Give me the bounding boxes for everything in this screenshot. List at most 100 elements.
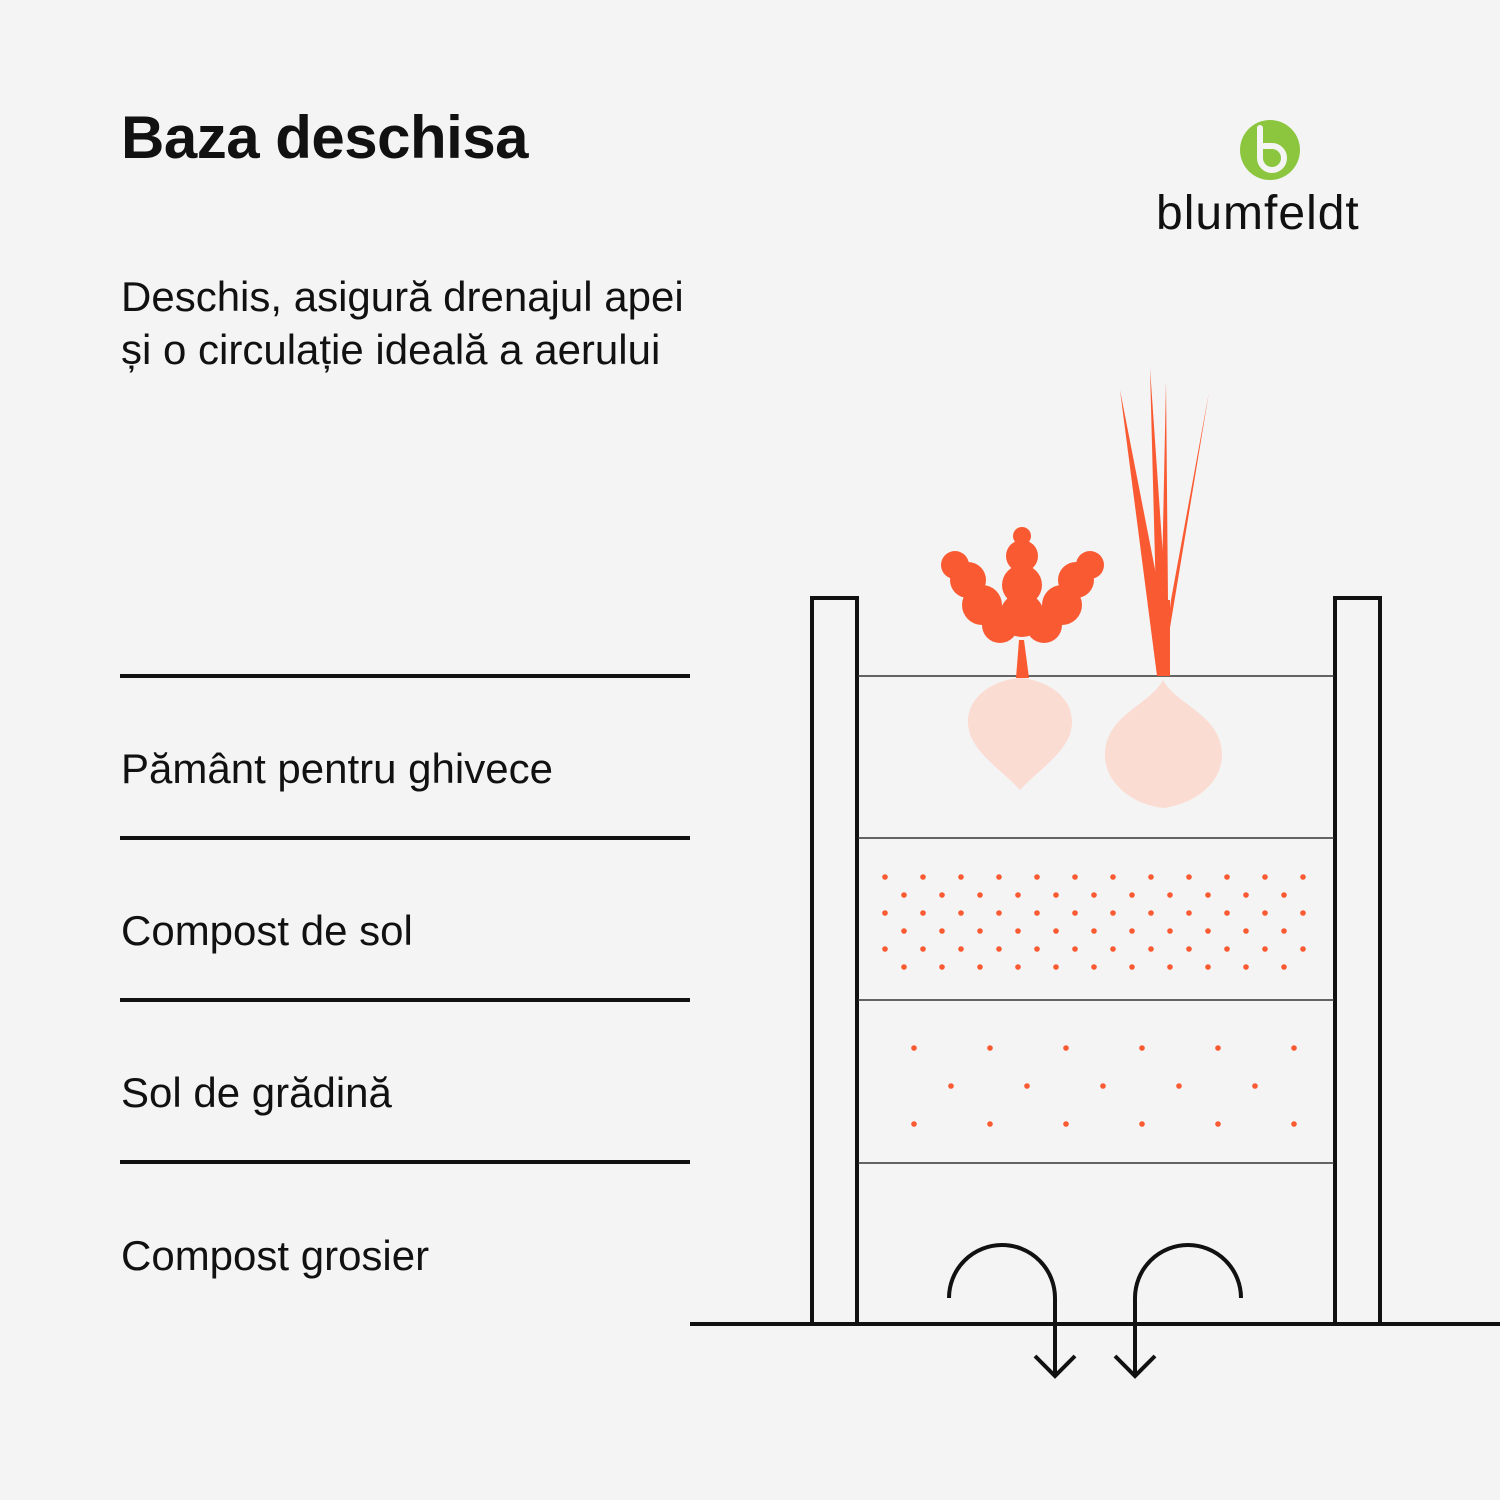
soil-dot bbox=[882, 910, 888, 916]
soil-dot bbox=[1034, 946, 1040, 952]
soil-dot bbox=[1224, 874, 1230, 880]
soil-dot bbox=[977, 928, 983, 934]
soil-dot bbox=[1291, 1045, 1297, 1051]
description: Deschis, asigură drenajul apei și o circ… bbox=[121, 273, 684, 373]
soil-dot bbox=[1129, 892, 1135, 898]
soil-dot bbox=[1015, 928, 1021, 934]
soil-dot bbox=[1110, 946, 1116, 952]
soil-dot bbox=[1300, 874, 1306, 880]
soil-dot bbox=[911, 1121, 917, 1127]
soil-dot bbox=[1281, 928, 1287, 934]
soil-dot bbox=[1167, 964, 1173, 970]
soil-dot bbox=[1300, 946, 1306, 952]
soil-dot bbox=[1205, 928, 1211, 934]
soil-dot bbox=[1176, 1083, 1182, 1089]
brand-name: blumfeldt bbox=[1156, 187, 1360, 240]
soil-dot bbox=[1148, 946, 1154, 952]
soil-dot bbox=[1091, 964, 1097, 970]
soil-dot bbox=[1262, 874, 1268, 880]
brand-logo: blumfeldt bbox=[1150, 118, 1390, 248]
soil-dot bbox=[939, 964, 945, 970]
soil-dot bbox=[1129, 964, 1135, 970]
layer-label-soil-compost: Compost de sol bbox=[121, 907, 413, 954]
soil-dot bbox=[1034, 874, 1040, 880]
soil-dot bbox=[1291, 1121, 1297, 1127]
blumfeldt-logo-icon bbox=[1240, 120, 1300, 180]
soil-dot bbox=[1252, 1083, 1258, 1089]
page-title: Baza deschisa bbox=[121, 104, 529, 171]
soil-dot bbox=[1148, 874, 1154, 880]
soil-dot bbox=[1072, 946, 1078, 952]
beet-plant-icon bbox=[941, 527, 1104, 790]
onion-plant-icon bbox=[1105, 368, 1222, 808]
soil-dot bbox=[1167, 892, 1173, 898]
soil-dot bbox=[1034, 910, 1040, 916]
soil-dot bbox=[1224, 910, 1230, 916]
soil-dot bbox=[1053, 892, 1059, 898]
soil-dot bbox=[977, 892, 983, 898]
soil-dot bbox=[920, 946, 926, 952]
garden-soil-dots bbox=[911, 1045, 1297, 1127]
layer-label-garden-soil: Sol de grădină bbox=[121, 1069, 392, 1116]
soil-dot bbox=[1110, 910, 1116, 916]
soil-dot bbox=[1024, 1083, 1030, 1089]
soil-dot bbox=[977, 964, 983, 970]
soil-dot bbox=[996, 910, 1002, 916]
soil-dot bbox=[1281, 892, 1287, 898]
soil-dot bbox=[1243, 892, 1249, 898]
layer-divider bbox=[120, 1160, 690, 1164]
soil-dot bbox=[1015, 964, 1021, 970]
soil-dot bbox=[1262, 910, 1268, 916]
soil-dot bbox=[987, 1045, 993, 1051]
bed-wall-left bbox=[810, 596, 859, 1326]
soil-dot bbox=[1063, 1045, 1069, 1051]
soil-dot bbox=[948, 1083, 954, 1089]
soil-dot bbox=[1186, 874, 1192, 880]
drainage-arrow-left-icon bbox=[947, 1243, 1057, 1375]
layer-label-coarse-compost: Compost grosier bbox=[121, 1232, 430, 1279]
soil-dot bbox=[1224, 946, 1230, 952]
soil-compost-dots bbox=[882, 874, 1306, 970]
soil-dot bbox=[1063, 1121, 1069, 1127]
soil-dot bbox=[958, 946, 964, 952]
soil-dot bbox=[901, 964, 907, 970]
layer-divider bbox=[120, 836, 690, 840]
soil-dot bbox=[1072, 910, 1078, 916]
soil-dot bbox=[901, 928, 907, 934]
soil-dot bbox=[1205, 964, 1211, 970]
drainage-arrows bbox=[947, 1243, 1243, 1379]
soil-dot bbox=[1100, 1083, 1106, 1089]
soil-dot bbox=[1072, 874, 1078, 880]
soil-dot bbox=[1139, 1045, 1145, 1051]
layer-label-potting-soil: Pământ pentru ghivece bbox=[121, 745, 553, 792]
soil-dot bbox=[1243, 964, 1249, 970]
soil-dot bbox=[882, 874, 888, 880]
soil-dot bbox=[1167, 928, 1173, 934]
soil-dot bbox=[1205, 892, 1211, 898]
soil-dot bbox=[1215, 1045, 1221, 1051]
soil-dot bbox=[1186, 910, 1192, 916]
arrow-head-right-icon bbox=[1113, 1354, 1157, 1379]
soil-dot bbox=[996, 946, 1002, 952]
soil-dot bbox=[1129, 928, 1135, 934]
soil-dot bbox=[920, 874, 926, 880]
soil-dot bbox=[1148, 910, 1154, 916]
soil-dot bbox=[920, 910, 926, 916]
soil-dot bbox=[958, 910, 964, 916]
arrow-head-left-icon bbox=[1033, 1354, 1077, 1379]
soil-dot bbox=[958, 874, 964, 880]
soil-dot bbox=[1300, 910, 1306, 916]
soil-dot bbox=[1243, 928, 1249, 934]
soil-dot bbox=[1186, 946, 1192, 952]
soil-dot bbox=[1053, 964, 1059, 970]
soil-dot bbox=[1262, 946, 1268, 952]
soil-dot bbox=[1091, 892, 1097, 898]
soil-dot bbox=[1053, 928, 1059, 934]
soil-dot bbox=[939, 892, 945, 898]
soil-dot bbox=[911, 1045, 917, 1051]
soil-dot bbox=[987, 1121, 993, 1127]
soil-dot bbox=[901, 892, 907, 898]
layer-divider bbox=[120, 998, 690, 1002]
soil-dot bbox=[1015, 892, 1021, 898]
